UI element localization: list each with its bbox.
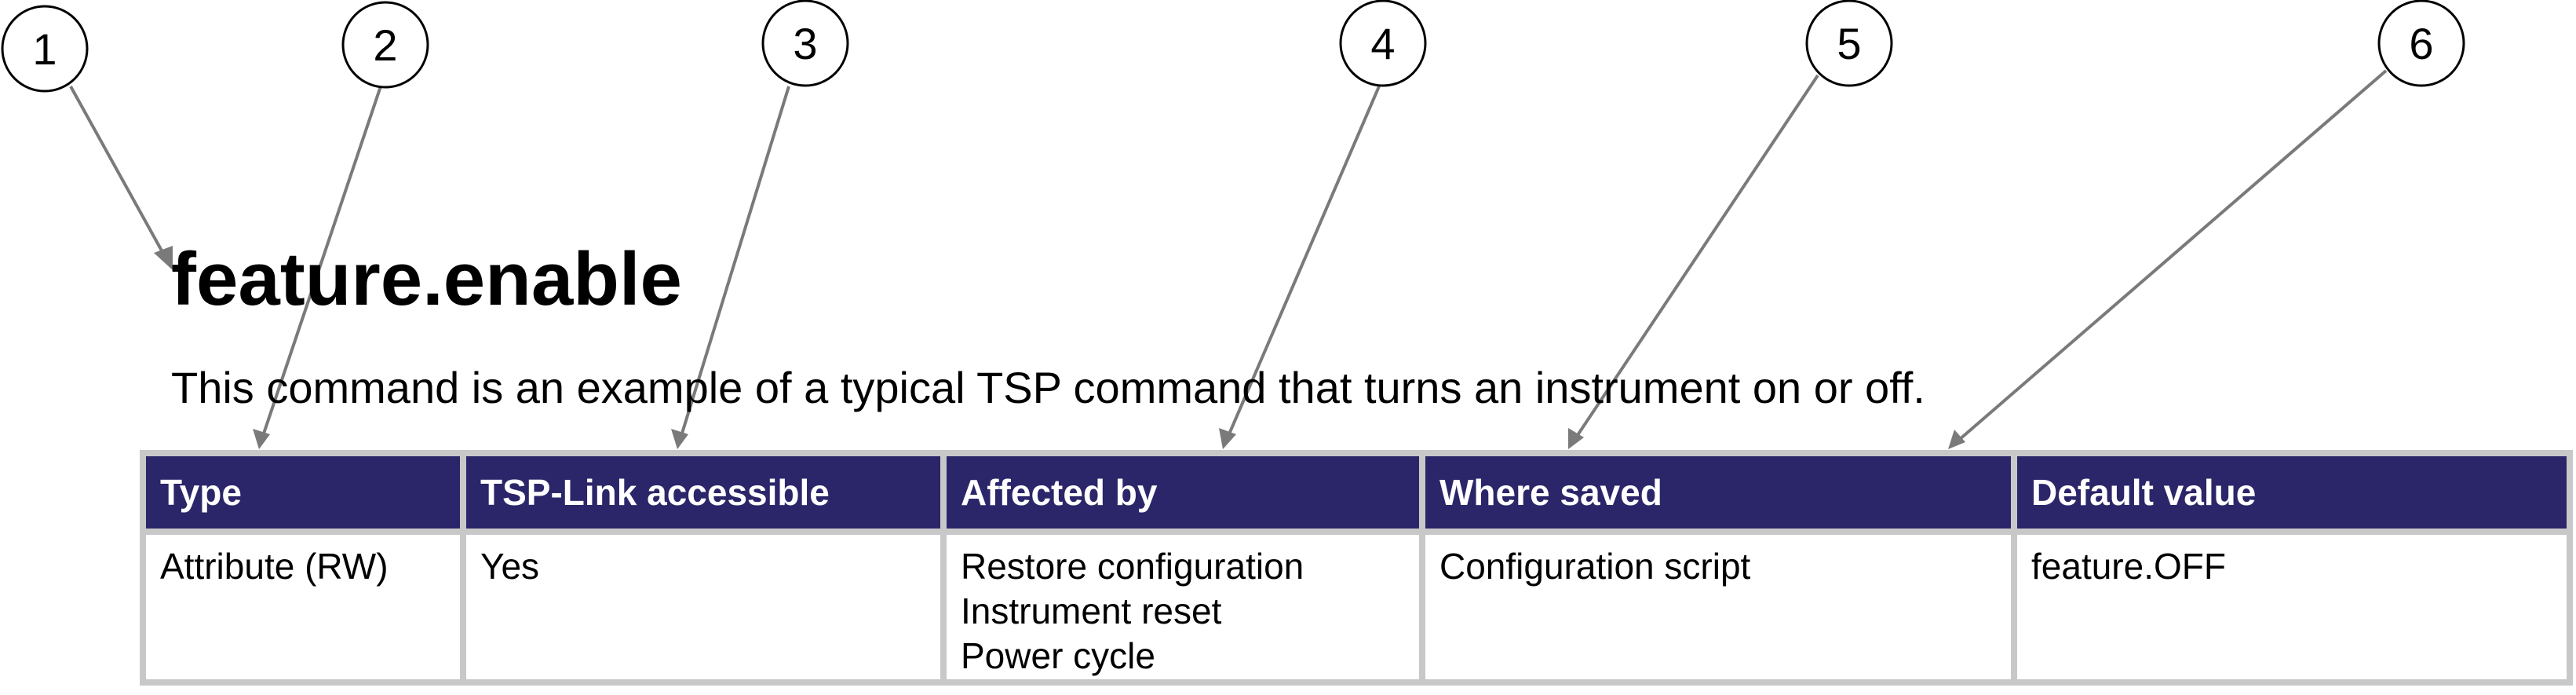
cell-type: Attribute (RW) xyxy=(146,535,460,679)
cell-where-saved: Configuration script xyxy=(1425,535,2011,679)
command-description: This command is an example of a typical … xyxy=(171,363,1925,412)
callout-4-arrow-head xyxy=(1219,428,1236,449)
cell-tsp-link: Yes xyxy=(466,535,940,679)
header-tsp-link-accessible: TSP-Link accessible xyxy=(466,456,940,529)
callout-6-number: 6 xyxy=(2409,19,2433,68)
callout-2-arrow-head xyxy=(253,429,270,449)
command-title: feature.enable xyxy=(171,237,682,321)
callout-1-number: 1 xyxy=(32,24,57,74)
callout-1-leader-line xyxy=(69,86,168,260)
affected-by-item: Instrument reset xyxy=(961,591,1222,631)
where-saved-value: Configuration script xyxy=(1439,546,1751,587)
callout-1: 1 xyxy=(1,5,89,93)
callout-2-circle xyxy=(341,1,429,89)
tsp-link-value: Yes xyxy=(480,546,540,587)
header-where-saved: Where saved xyxy=(1425,456,2011,529)
cell-affected-by: Restore configuration Instrument reset P… xyxy=(947,535,1419,679)
default-value: feature.OFF xyxy=(2031,546,2226,587)
command-summary-table: Type TSP-Link accessible Affected by Whe… xyxy=(140,450,2573,686)
callout-4-circle xyxy=(1339,0,1427,87)
header-type: Type xyxy=(146,456,460,529)
callout-3-number: 3 xyxy=(793,19,817,68)
header-affected-by: Affected by xyxy=(947,456,1419,529)
table-row: Attribute (RW) Yes Restore configuration… xyxy=(146,535,2567,679)
callout-6-leader-line xyxy=(1958,69,2388,441)
callout-2-leader-line xyxy=(261,86,382,437)
callout-5-arrow-head xyxy=(1568,428,1584,449)
cell-default-value: feature.OFF xyxy=(2017,535,2567,679)
affected-by-item: Restore configuration xyxy=(961,546,1304,587)
callout-6: 6 xyxy=(2377,0,2465,87)
callout-1-circle xyxy=(1,5,89,93)
callout-4: 4 xyxy=(1339,0,1427,87)
callout-5: 5 xyxy=(1805,0,1893,87)
callout-4-number: 4 xyxy=(1370,19,1395,68)
header-default-value: Default value xyxy=(2017,456,2567,529)
callout-1-arrow-head xyxy=(154,246,173,270)
callout-3-circle xyxy=(761,0,849,87)
callout-3: 3 xyxy=(761,0,849,87)
callout-5-circle xyxy=(1805,0,1893,87)
affected-by-item: Power cycle xyxy=(961,635,1155,676)
table-header-row: Type TSP-Link accessible Affected by Whe… xyxy=(146,456,2567,529)
callout-6-circle xyxy=(2377,0,2465,87)
callout-2-number: 2 xyxy=(373,20,397,70)
type-value: Attribute (RW) xyxy=(160,546,389,587)
callout-4-leader-line xyxy=(1227,86,1381,437)
callout-3-arrow-head xyxy=(671,429,688,449)
callout-5-number: 5 xyxy=(1837,19,1861,68)
callout-2: 2 xyxy=(341,1,429,89)
callout-5-leader-line xyxy=(1574,74,1819,439)
callout-3-leader-line xyxy=(680,86,790,437)
callout-6-arrow-head xyxy=(1948,430,1965,449)
